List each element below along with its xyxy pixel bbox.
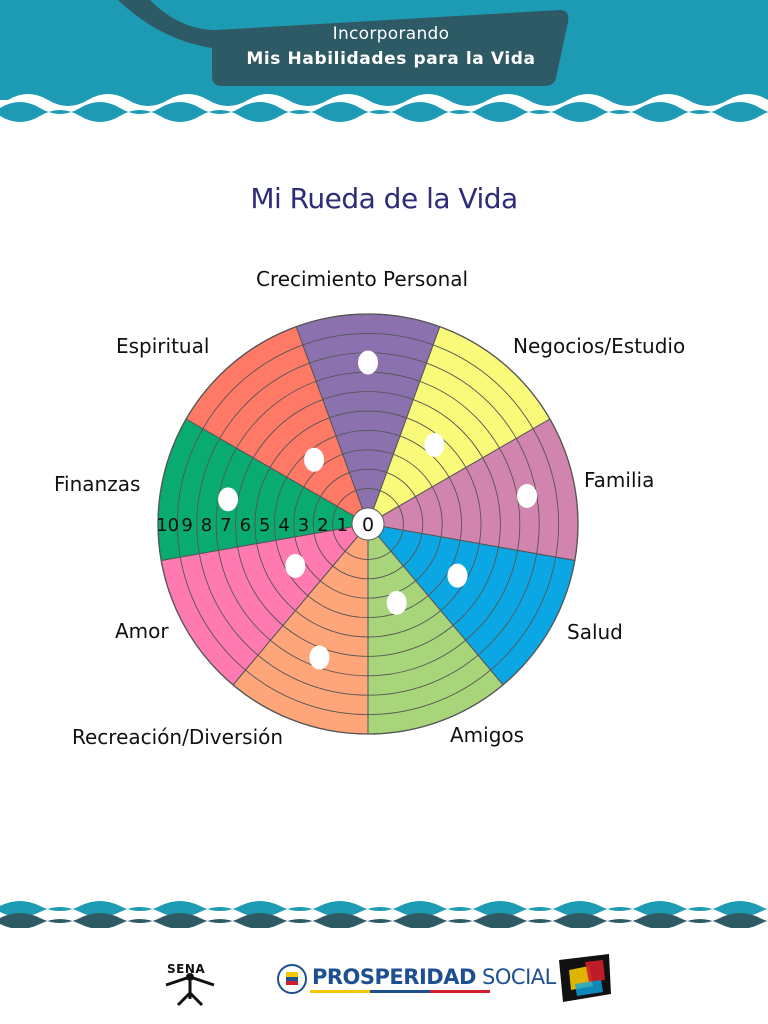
header-wave-background [0, 0, 768, 122]
page-title: Mi Rueda de la Vida [250, 182, 518, 215]
scale-label: 2 [317, 515, 328, 536]
wheel-ring [273, 429, 463, 619]
scale-label: 7 [220, 515, 231, 536]
scale-label: 9 [181, 515, 192, 536]
level-marker-dot [358, 350, 378, 375]
segment-label: Negocios/Estudio [513, 334, 686, 358]
jovenes-en-accion-logo-icon [559, 954, 611, 1002]
wheel-ring [293, 449, 443, 599]
scale-label: 10 [156, 515, 179, 536]
header-title: Mis Habilidades para la Vida [246, 49, 536, 69]
center-label: 0 [362, 514, 374, 536]
segment-label: Recreación/Diversión [72, 725, 284, 749]
level-marker-dot [304, 447, 325, 472]
header-subtitle: Incorporando [332, 24, 450, 44]
scale-label: 1 [337, 515, 348, 536]
level-marker-dot [285, 553, 306, 578]
wheel-center [351, 507, 385, 541]
segment-label: Salud [567, 620, 623, 644]
level-marker-dot [447, 563, 468, 588]
scale-label: 6 [240, 515, 251, 536]
level-marker-dot [517, 483, 538, 508]
segment-label: Amor [115, 619, 169, 643]
scale-label: 3 [298, 515, 309, 536]
prosperidad-social-logo: PROSPERIDAD SOCIAL [312, 965, 556, 989]
level-marker-dot [386, 590, 407, 615]
sena-logo-icon [165, 973, 215, 1007]
segment-label: Amigos [450, 723, 525, 747]
wheel-ring [312, 468, 424, 580]
wheel-ring [157, 313, 579, 735]
footer-wave [0, 901, 768, 928]
wheel-ring [332, 488, 404, 560]
level-marker-dot [218, 487, 239, 512]
segment-label: Familia [584, 468, 655, 492]
scale-label: 5 [259, 515, 270, 536]
segment-label: Crecimiento Personal [256, 267, 469, 291]
scale-label: 4 [278, 515, 289, 536]
prosperidad-underline [310, 990, 490, 993]
segment-label: Espiritual [116, 334, 210, 358]
wheel-ring [235, 391, 501, 657]
level-marker-dot [309, 645, 330, 670]
header-banner: Incorporando Mis Habilidades para la Vid… [0, 0, 768, 125]
level-marker-dot [424, 432, 445, 457]
sena-logo-text: SENA [167, 962, 206, 976]
segment-label: Finanzas [54, 472, 141, 496]
wheel-ring [176, 332, 560, 716]
wheel-ring [254, 410, 482, 638]
scale-label: 8 [201, 515, 212, 536]
colombia-seal-icon [277, 964, 307, 994]
